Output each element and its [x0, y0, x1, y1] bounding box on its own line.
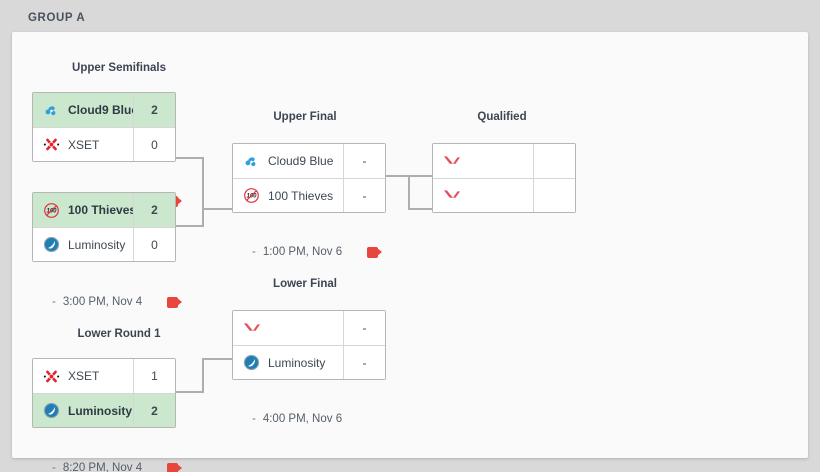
stream-camera-icon[interactable] — [167, 462, 183, 472]
valorant-logo-icon — [443, 155, 461, 164]
svg-text:100: 100 — [46, 208, 57, 214]
meta-dash: - — [252, 413, 256, 425]
valorant-logo-icon — [243, 322, 261, 331]
match-time: 1:00 PM, Nov 6 — [262, 246, 343, 258]
match-row[interactable]: Luminosity 0 — [33, 227, 175, 261]
round-title-upper-final: Upper Final — [273, 111, 337, 123]
match-row[interactable]: XSET 0 — [33, 127, 175, 161]
xset-logo-icon — [43, 370, 60, 382]
team-cell — [433, 189, 533, 202]
match-box[interactable]: Cloud9 Blue - 100 100 Thieves - — [232, 143, 386, 213]
team-name: Cloud9 Blue — [268, 154, 334, 168]
match-row[interactable]: - — [233, 311, 385, 345]
qualified-box[interactable] — [432, 143, 576, 213]
team-score: 2 — [133, 394, 175, 427]
team-cell: XSET — [33, 368, 133, 385]
team-cell — [233, 322, 343, 335]
luminosity-logo-icon — [43, 236, 60, 253]
meta-dash: - — [252, 246, 256, 258]
team-cell: Cloud9 Blue — [233, 153, 343, 170]
round-title-lower-round-1: Lower Round 1 — [77, 328, 161, 340]
match-time: 3:00 PM, Nov 4 — [62, 296, 143, 308]
team-name: 100 Thieves — [68, 203, 133, 217]
team-name: Luminosity — [68, 403, 133, 418]
team-score: 1 — [133, 359, 175, 393]
team-score: - — [343, 144, 385, 178]
team-name: Luminosity — [68, 237, 126, 252]
connector-line — [176, 391, 204, 393]
stream-camera-icon[interactable] — [167, 296, 183, 308]
meta-dash: - — [52, 296, 56, 308]
team-score — [533, 144, 575, 178]
team-score: 2 — [133, 93, 175, 127]
match-row[interactable]: Luminosity - — [233, 345, 385, 379]
team-score: 2 — [133, 193, 175, 227]
match-row[interactable]: 100 100 Thieves 2 — [33, 193, 175, 227]
match-box[interactable]: 100 100 Thieves 2 Luminosity 0 — [32, 192, 176, 262]
team-cell: Luminosity — [233, 354, 343, 371]
connector-line — [408, 175, 410, 209]
match-box[interactable]: - Luminosity - — [232, 310, 386, 380]
team-score: 0 — [133, 128, 175, 161]
bracket-card: Upper Semifinals Upper Final Qualified L… — [12, 32, 808, 472]
hundred-thieves-logo-icon: 100 — [244, 188, 259, 203]
connector-line — [202, 359, 204, 393]
match-row[interactable]: Luminosity 2 — [33, 393, 175, 427]
team-score: - — [343, 179, 385, 212]
match-row[interactable]: Cloud9 Blue 2 — [33, 93, 175, 127]
qualified-row[interactable] — [433, 178, 575, 212]
match-box[interactable]: XSET 1 Luminosity 2 — [32, 358, 176, 428]
connector-line — [202, 208, 234, 210]
team-cell: Luminosity — [33, 402, 133, 419]
qualified-row[interactable] — [433, 144, 575, 178]
meta-dash: - — [52, 462, 56, 472]
round-title-qualified: Qualified — [477, 111, 527, 123]
match-time: 4:00 PM, Nov 6 — [262, 413, 343, 425]
match-row[interactable]: 100 100 Thieves - — [233, 178, 385, 212]
cloud9-logo-icon — [245, 156, 256, 166]
match-row[interactable]: XSET 1 — [33, 359, 175, 393]
match-row[interactable]: Cloud9 Blue - — [233, 144, 385, 178]
stream-camera-icon[interactable] — [367, 246, 383, 258]
connector-line — [202, 157, 204, 210]
match-meta: - 4:00 PM, Nov 6 — [252, 413, 342, 425]
hundred-thieves-logo-icon: 100 — [44, 202, 59, 218]
team-score — [533, 179, 575, 212]
team-cell: XSET — [33, 136, 133, 153]
valorant-logo-icon — [443, 190, 461, 198]
team-name: 100 Thieves — [268, 188, 334, 203]
team-cell: Luminosity — [33, 236, 133, 253]
round-title-lower-final: Lower Final — [273, 278, 337, 290]
team-score: 0 — [133, 228, 175, 261]
xset-logo-icon — [43, 138, 60, 151]
luminosity-logo-icon — [43, 402, 60, 419]
team-score: - — [343, 346, 385, 379]
team-cell: 100 100 Thieves — [33, 202, 133, 219]
team-cell: 100 100 Thieves — [233, 187, 343, 204]
match-meta: - 8:20 PM, Nov 4 — [52, 462, 183, 472]
team-name: Luminosity — [268, 355, 326, 370]
team-name: XSET — [68, 137, 100, 152]
team-cell: Cloud9 Blue — [33, 102, 133, 119]
match-meta: - 1:00 PM, Nov 6 — [252, 246, 383, 258]
team-name: XSET — [68, 369, 100, 383]
team-name: Cloud9 Blue — [68, 103, 133, 117]
match-time: 8:20 PM, Nov 4 — [62, 462, 143, 472]
group-title: GROUP A — [28, 12, 86, 24]
svg-text:100: 100 — [246, 194, 257, 200]
connector-line — [176, 225, 204, 227]
connector-line — [408, 208, 432, 210]
connector-line — [408, 175, 432, 177]
team-score: - — [343, 311, 385, 345]
match-box[interactable]: Cloud9 Blue 2 XSET 0 — [32, 92, 176, 162]
cloud9-logo-icon — [45, 105, 56, 115]
connector-line — [176, 157, 204, 159]
connector-line — [386, 175, 410, 177]
connector-line — [202, 358, 234, 360]
luminosity-logo-icon — [243, 354, 260, 371]
round-title-upper-semifinals: Upper Semifinals — [72, 62, 166, 74]
match-meta: - 3:00 PM, Nov 4 — [52, 296, 183, 308]
team-cell — [433, 155, 533, 168]
connector-line — [202, 208, 204, 227]
